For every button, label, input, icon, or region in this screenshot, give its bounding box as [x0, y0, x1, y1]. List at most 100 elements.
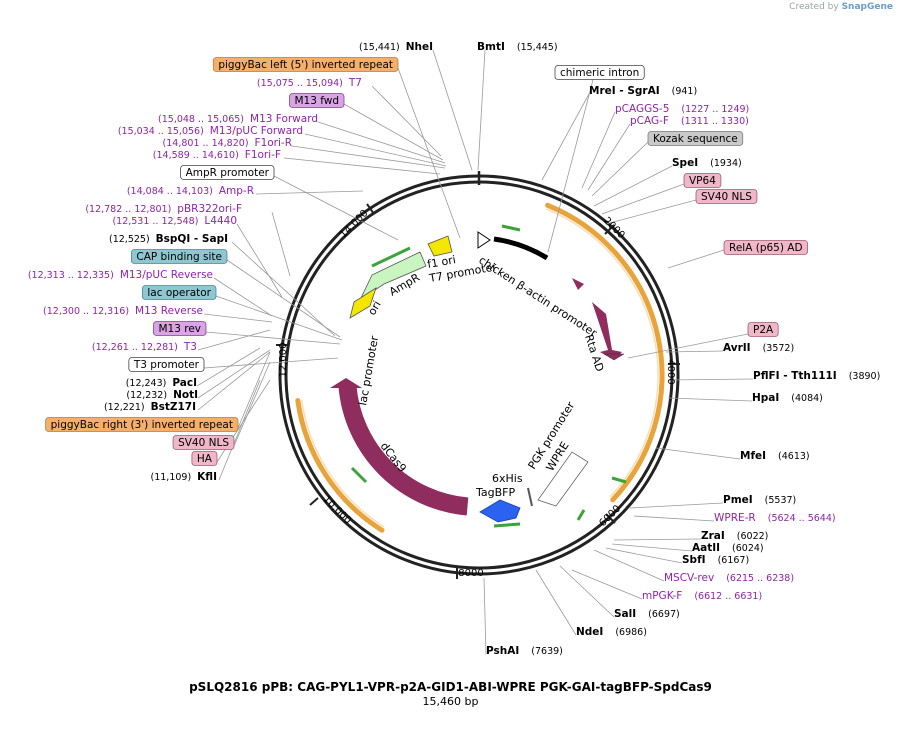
feature-name: P2A	[753, 324, 774, 336]
site-name: SalI	[614, 608, 636, 620]
primer-position: (15,034 .. 15,056)	[118, 126, 204, 137]
label-rela: RelA (p65) AD	[723, 240, 808, 255]
label-ha: HA	[191, 451, 218, 466]
label-sbfi: SbfI (6167)	[682, 554, 749, 566]
primer-position: (5624 .. 5644)	[768, 513, 836, 524]
label-piggybac-left: piggyBac left (5') inverted repeat	[212, 57, 399, 72]
feature-name: Kozak sequence	[653, 133, 738, 145]
tagbfp-arrow	[479, 499, 521, 523]
plasmid-title: pSLQ2816 pPB: CAG-PYL1-VPR-p2A-GID1-ABI-…	[189, 680, 712, 694]
site-position: (6024)	[732, 543, 764, 554]
site-name: PmeI	[723, 494, 753, 506]
label-kozak: Kozak sequence	[647, 131, 744, 146]
label-piggybac-right: piggyBac right (3') inverted repeat	[45, 417, 239, 432]
feature-name: RelA (p65) AD	[729, 242, 803, 254]
primer-name: pBR322ori-F	[177, 203, 242, 215]
sixhis-marker	[527, 487, 533, 507]
label-bspqi: BspQI - SapI(12,525)	[109, 233, 228, 245]
label-ori: ori	[365, 299, 383, 318]
site-position: (941)	[672, 86, 698, 97]
label-nhei: NheI (15,441)	[359, 41, 433, 53]
primer-position: (1227 .. 1249)	[681, 104, 749, 115]
label-sv40nls-right: SV40 NLS	[695, 189, 758, 204]
label-t3-promoter: T3 promoter	[128, 357, 205, 372]
site-name: NheI	[406, 41, 433, 53]
label-kfli: KflI(11,109)	[151, 471, 217, 483]
site-name: PflFI - Tth111I	[753, 370, 837, 382]
feature-label-box	[45, 417, 239, 432]
site-position: (12,243)	[126, 378, 167, 389]
primer-name: Amp-R	[219, 185, 254, 197]
chicken-bactin-promoter-arc	[493, 236, 549, 261]
label-t3: T3(12,261 .. 12,281)	[92, 341, 197, 353]
label-pflfi: PflFI - Tth111I(3890)	[753, 370, 880, 382]
primer-name: L4440	[204, 215, 237, 227]
primer-name: M13/pUC Reverse	[120, 269, 213, 281]
label-m13puc-forward: M13/pUC Forward(15,034 .. 15,056)	[118, 125, 303, 137]
label-mfei: MfeI(4613)	[740, 450, 810, 462]
primer-name: T3	[183, 341, 197, 353]
label-mscv-rev: MSCV-rev(6215 .. 6238)	[664, 572, 794, 584]
tick-12000: 12,000	[278, 343, 289, 378]
orange-arc-left-inner	[300, 399, 385, 528]
label-pmei: PmeI(5537)	[723, 494, 796, 506]
feature-label-box	[128, 357, 205, 372]
feature-name: T3 promoter	[133, 359, 200, 371]
site-position: (12,221)	[104, 402, 145, 413]
label-pcaggs5: pCAGGS-5(1227 .. 1249)	[615, 103, 749, 115]
primer-position: (14,589 .. 14,610)	[153, 150, 239, 161]
site-position: (11,109)	[151, 472, 192, 483]
primer-name: M13 Reverse	[135, 305, 203, 317]
site-position: (6022)	[737, 531, 769, 542]
primer-position: (12,531 .. 12,548)	[112, 216, 198, 227]
snapgene-credit: Created by SnapGene	[789, 2, 893, 12]
tick-14000: 14,000	[338, 208, 371, 241]
label-sv40nls-left: SV40 NLS	[172, 435, 235, 450]
site-position: (3572)	[763, 343, 795, 354]
primer-position: (6612 .. 6631)	[694, 591, 762, 602]
feature-name: M13 rev	[158, 323, 201, 335]
label-wpre-r: WPRE-R(5624 .. 5644)	[714, 512, 836, 524]
ori-arrow	[349, 287, 377, 319]
feature-name: chimeric intron	[560, 67, 639, 79]
label-mrei: MreI - SgrAI(941)	[589, 85, 697, 97]
label-ampr-promoter: AmpR promoter	[180, 165, 275, 180]
label-m13rev: M13 rev	[153, 321, 207, 336]
primer-name: pCAG-F	[630, 115, 669, 127]
feature-name: HA	[197, 453, 213, 465]
f1ori-arrow	[427, 235, 453, 257]
site-name: SbfI	[682, 554, 706, 566]
piggybac-cargo-arc-right	[545, 202, 665, 503]
label-aatii: AatII (6024)	[692, 542, 764, 554]
dcas9-feature-arc	[338, 385, 469, 516]
site-position: (15,441)	[359, 42, 400, 53]
label-m13reverse: M13 Reverse(12,300 .. 12,316)	[43, 305, 203, 317]
site-name: BmtI	[477, 41, 505, 53]
label-lac-promoter: lac promoter	[356, 334, 381, 406]
site-name: AvrII	[723, 342, 751, 354]
leader-lines	[196, 49, 754, 655]
vp64-arrow	[572, 278, 584, 290]
label-t7: T7(15,075 .. 15,094)	[257, 77, 362, 89]
primer-name: T7	[348, 77, 362, 89]
feature-name: lac operator	[147, 287, 211, 299]
feature-label-box	[683, 173, 722, 188]
label-spei: SpeI(1934)	[672, 157, 742, 169]
label-cap-site: CAP binding site	[130, 249, 228, 264]
site-name: NotI	[173, 389, 198, 401]
primer-position: (14,801 .. 14,820)	[163, 138, 249, 149]
pgk-promoter-arrow	[537, 451, 589, 507]
site-name: BspQI - SapI	[156, 233, 228, 245]
site-position: (6986)	[615, 627, 647, 638]
site-name: HpaI	[752, 392, 779, 404]
site-position: (7639)	[531, 646, 563, 657]
rta-ad-arrow	[592, 302, 622, 360]
site-position: (6167)	[718, 555, 750, 566]
p2a-marker	[603, 353, 625, 361]
green-direction-arrows	[350, 224, 627, 528]
feature-name: SV40 NLS	[178, 437, 229, 449]
site-position: (1934)	[710, 158, 742, 169]
label-p2a: P2A	[747, 322, 779, 337]
site-name: AatII	[692, 542, 720, 554]
tick-4000: 4000	[665, 359, 676, 384]
